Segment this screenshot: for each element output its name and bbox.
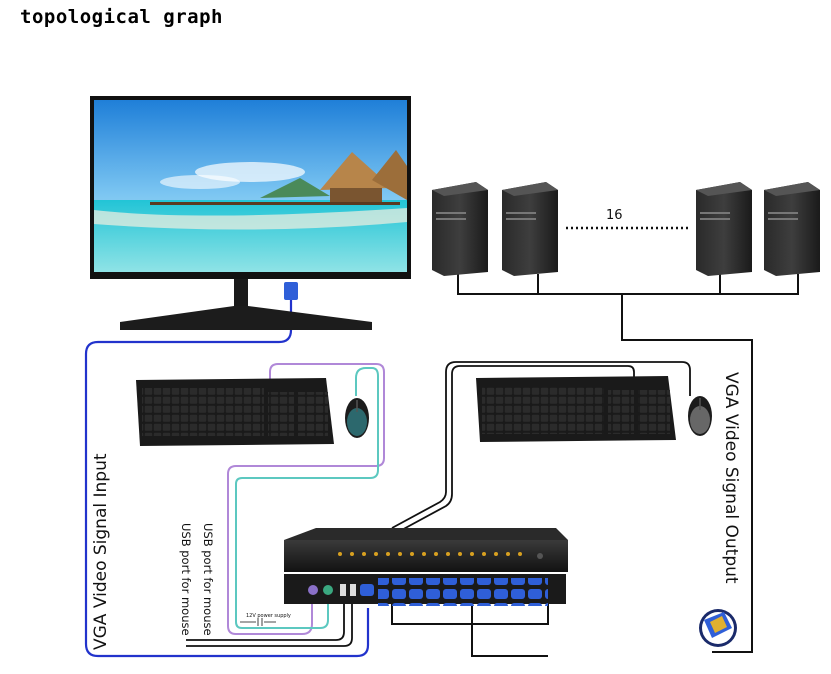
vga-input-ports xyxy=(378,578,548,606)
usb-mouse-cable xyxy=(235,367,379,629)
kvm-switch xyxy=(284,528,568,606)
vga-console-port-icon xyxy=(360,584,374,596)
kvm-left-black-cables xyxy=(186,604,353,647)
power-symbol-icon xyxy=(240,618,276,626)
keyboard-right xyxy=(476,376,676,442)
vga-output-cable xyxy=(391,294,753,657)
usb-mouse-label-inner: USB port for mouse xyxy=(201,523,215,636)
computer-tower-2 xyxy=(502,182,558,276)
usb-port-1-icon xyxy=(340,584,346,596)
mouse-left xyxy=(345,398,369,438)
vga-input-cable xyxy=(84,300,370,658)
computer-tower-16 xyxy=(764,182,820,276)
right-peripheral-cables xyxy=(391,361,691,533)
ps2-keyboard-port-icon xyxy=(308,585,318,595)
usb-mouse-label-outer: USB port for mouse xyxy=(179,523,193,636)
vga-connector-icon xyxy=(284,282,298,300)
monitor xyxy=(90,96,411,330)
kvm-led-row xyxy=(336,548,528,558)
diagram-title: topological graph xyxy=(20,6,223,28)
computer-tower-1 xyxy=(432,182,488,276)
mouse-right xyxy=(688,396,712,436)
computer-count: 16 xyxy=(606,208,623,223)
power-supply-label: 12V power supply xyxy=(246,613,291,619)
usb-port-2-icon xyxy=(350,584,356,596)
kvm-power-led xyxy=(537,553,543,559)
keyboard-left xyxy=(136,378,334,446)
vga-badge-icon xyxy=(699,609,737,647)
usb-keyboard-cable xyxy=(227,363,385,635)
computer-tower-15 xyxy=(696,182,752,276)
computer-bus-line xyxy=(457,274,799,295)
ps2-mouse-port-icon xyxy=(323,585,333,595)
vga-output-label: VGA Video Signal Output xyxy=(721,372,741,584)
monitor-base xyxy=(120,306,372,330)
vga-input-label: VGA Video Signal Input xyxy=(91,453,111,650)
